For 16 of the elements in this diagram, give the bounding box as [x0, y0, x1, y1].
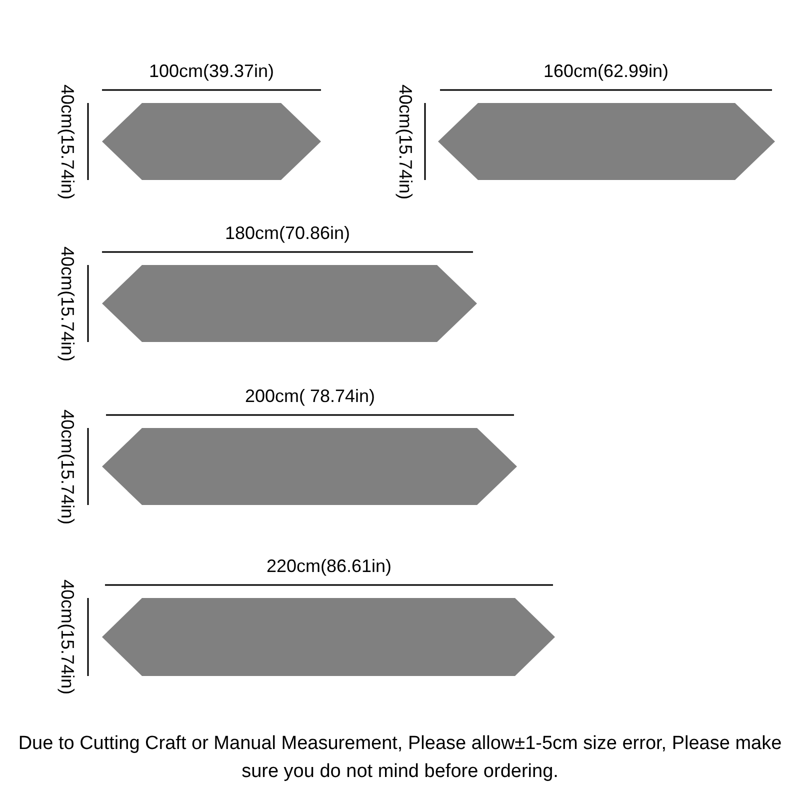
height-dimension: 40cm(15.74in)	[56, 579, 78, 695]
width-dimension: 160cm(62.99in)	[543, 61, 669, 82]
width-dimension: 100cm(39.37in)	[148, 61, 274, 82]
table-runner-shape	[102, 265, 477, 342]
height-dimension: 40cm(15.74in)	[56, 408, 78, 524]
table-runner-shape	[102, 428, 517, 505]
height-dimension: 40cm(15.74in)	[56, 246, 78, 362]
table-runner-shape	[438, 103, 775, 180]
height-dimension: 40cm(15.74in)	[394, 84, 416, 200]
width-dimension: 220cm(86.61in)	[266, 556, 392, 577]
width-dimension: 200cm( 78.74in)	[244, 386, 376, 407]
table-runner-shape	[102, 598, 555, 676]
table-runner-shape	[102, 103, 321, 180]
width-dimension: 180cm(70.86in)	[224, 223, 350, 244]
height-dimension: 40cm(15.74in)	[56, 84, 78, 200]
note-text: Due to Cutting Craft or Manual Measurement, Please allow±1-5cm size error, Please make sure you do not mind before ordering.	[17, 732, 783, 784]
